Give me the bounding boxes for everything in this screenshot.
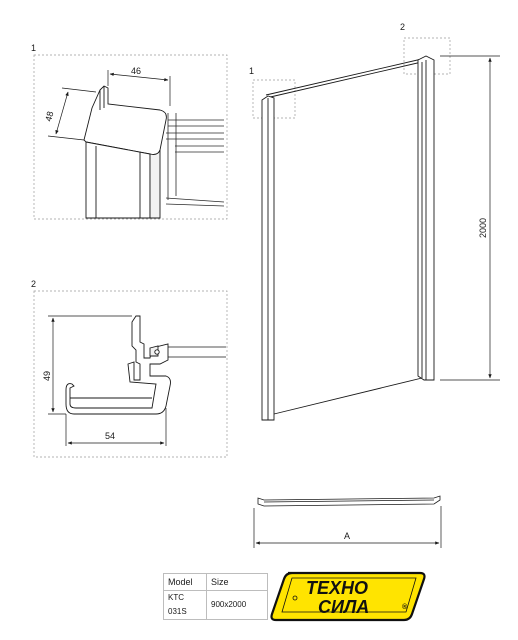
detail-2-dim-49 [48,315,132,415]
main-panel: 1 2 2000 [249,22,500,421]
spec-table: Model Size KTC 031S 900x2000 [163,573,268,620]
spec-size-value: 900x2000 [206,590,268,620]
detail-2: 2 49 54 [31,279,228,458]
detail-2-profile [65,315,171,415]
detail-2-frame [33,290,228,458]
detail-2-dim-54 [65,408,167,446]
panel-height-dim [440,55,500,381]
detail-2-glass [168,346,226,358]
logo-registered: ® [402,603,408,611]
callout-1-label: 1 [249,66,254,76]
detail-2-label: 2 [31,279,36,289]
detail-1-dim-46 [107,70,171,106]
detail-1-frame [33,54,228,220]
detail-1-glass [165,113,225,207]
spec-header-model: Model [163,573,207,591]
detail-2-height-label: 49 [42,371,52,381]
detail-1-dim-48 [47,87,97,141]
panel-outline [261,55,435,421]
detail-1-depth-label: 48 [43,110,55,122]
spec-model-value: KTC 031S [163,590,207,620]
brand-logo: ТЕХНО СИЛА ® [270,571,426,622]
top-view [253,495,442,548]
table-row: KTC 031S 900x2000 [163,590,268,620]
callout-2-label: 2 [400,22,405,32]
detail-1-width-label: 46 [131,66,141,76]
logo-line-2: СИЛА [318,597,369,617]
panel-width-label: A [344,531,350,541]
logo-line-1: ТЕХНО [306,578,368,598]
detail-1-profile [83,85,167,219]
spec-header-size: Size [206,573,268,591]
detail-2-width-label: 54 [105,431,115,441]
detail-1: 1 46 [31,43,228,220]
spec-table-header: Model Size [163,573,268,591]
panel-height-label: 2000 [478,218,488,238]
detail-1-label: 1 [31,43,36,53]
